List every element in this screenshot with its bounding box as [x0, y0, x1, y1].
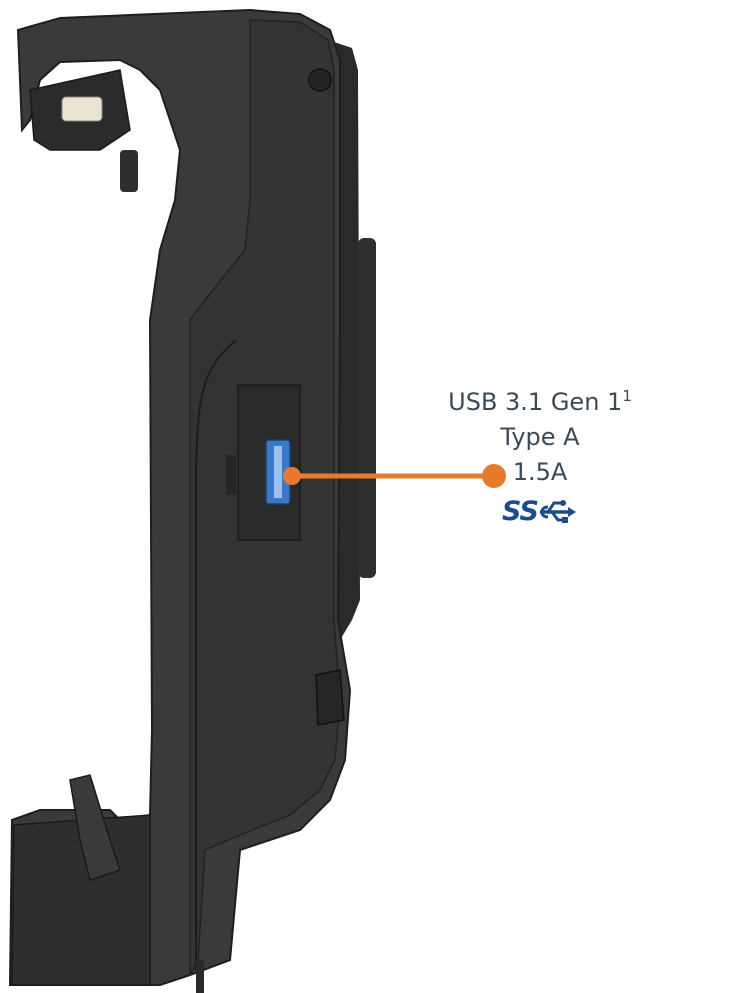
- usb-trident-icon: [539, 499, 576, 523]
- callout-start-dot: [283, 467, 301, 485]
- screw-hole: [308, 68, 332, 92]
- usb-current-label: 1.5A: [512, 458, 568, 486]
- usb-version-text: USB 3.1 Gen 1: [448, 388, 623, 416]
- seam-line: [195, 339, 237, 970]
- side-connector: [315, 669, 345, 726]
- latch-roller: [61, 96, 103, 122]
- callout-end-dot: [482, 464, 506, 488]
- footnote-marker: 1: [622, 387, 632, 405]
- bottom-clip: [69, 774, 121, 881]
- cable-stub: [196, 960, 204, 993]
- usb-port-tongue: [274, 446, 282, 498]
- superspeed-usb-logo: SS: [502, 494, 578, 529]
- latch-grip: [120, 150, 138, 192]
- port-slot: [226, 455, 236, 495]
- side-tab: [358, 238, 376, 578]
- superspeed-logo-text: SS: [502, 496, 539, 527]
- usb-version-label: USB 3.1 Gen 11: [420, 385, 660, 420]
- usb-type-label: Type A: [500, 423, 580, 451]
- usb-spec-callout: USB 3.1 Gen 11 Type A 1.5A SS: [420, 385, 660, 530]
